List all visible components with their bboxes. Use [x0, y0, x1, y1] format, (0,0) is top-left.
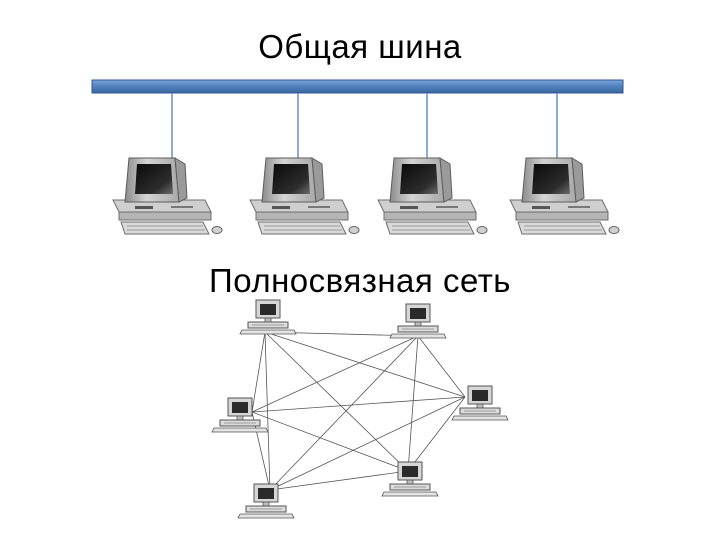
desktop-computer-icon [389, 303, 447, 339]
desktop-computer-icon [381, 461, 439, 497]
bus-topology-title: Общая шина [258, 28, 462, 65]
mesh-topology-title: Полносвязная сеть [208, 262, 512, 299]
mesh-links [251, 331, 466, 491]
desktop-computer-icon [237, 483, 295, 519]
desktop-computer-icon [509, 157, 620, 235]
desktop-computer-icon [239, 299, 297, 335]
desktop-computer-icon [377, 157, 488, 235]
bus-cable [91, 79, 624, 94]
desktop-computer-icon [112, 157, 223, 235]
desktop-computer-icon [249, 157, 360, 235]
